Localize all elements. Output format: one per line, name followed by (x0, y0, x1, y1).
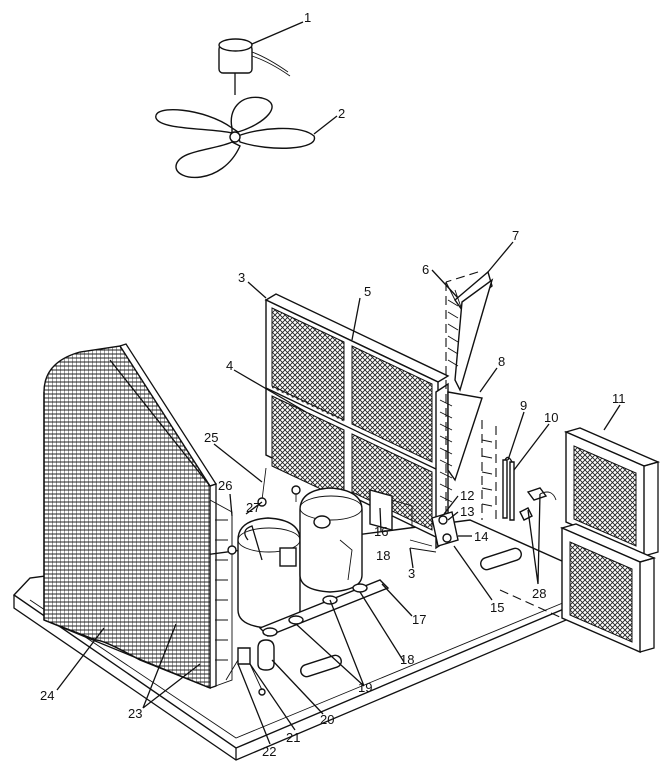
callout-2: 2 (338, 106, 345, 121)
callout-8: 8 (498, 354, 505, 369)
callout-18-upper: 18 (376, 548, 390, 563)
callout-11: 11 (612, 391, 626, 406)
callout-1: 1 (304, 10, 311, 25)
callout-14: 14 (474, 529, 488, 544)
tubing-and-parts (225, 467, 413, 691)
callout-25: 25 (204, 430, 218, 445)
callout-24: 24 (40, 688, 54, 703)
callout-20: 20 (320, 712, 334, 727)
callout-16: 16 (374, 524, 388, 539)
callout-labels: 1 2 3 4 5 6 7 8 9 10 11 12 13 14 15 16 1… (40, 10, 626, 759)
callout-18: 18 (400, 652, 414, 667)
callout-12: 12 (460, 488, 474, 503)
side-panel-lower (499, 523, 657, 654)
callout-6: 6 (422, 262, 429, 277)
callout-15: 15 (490, 600, 504, 615)
callout-26: 26 (218, 478, 232, 493)
compressor-right (299, 487, 363, 593)
callout-3-lower: 3 (408, 566, 415, 581)
fan-motor (218, 38, 291, 95)
coil-support-bracket (409, 511, 459, 553)
callout-3: 3 (238, 270, 245, 285)
callout-4: 4 (226, 358, 233, 373)
leader-lines (56, 21, 621, 745)
callout-21: 21 (286, 730, 300, 745)
callout-7: 7 (512, 228, 519, 243)
callout-13: 13 (460, 504, 474, 519)
compressor-left (237, 517, 301, 629)
callout-27: 27 (246, 500, 260, 515)
relief-bracket-parts (481, 420, 557, 521)
callout-10: 10 (544, 410, 558, 425)
fan-blade (155, 96, 315, 179)
callout-22: 22 (262, 744, 276, 759)
callout-28: 28 (532, 586, 546, 601)
callout-5: 5 (364, 284, 371, 299)
callout-23: 23 (128, 706, 142, 721)
callout-17: 17 (412, 612, 426, 627)
side-panel-upper (563, 427, 661, 558)
wraparound-condenser-coil (43, 343, 233, 690)
rear-coil-frame (264, 293, 450, 540)
callout-9: 9 (520, 398, 527, 413)
callout-19: 19 (358, 680, 372, 695)
